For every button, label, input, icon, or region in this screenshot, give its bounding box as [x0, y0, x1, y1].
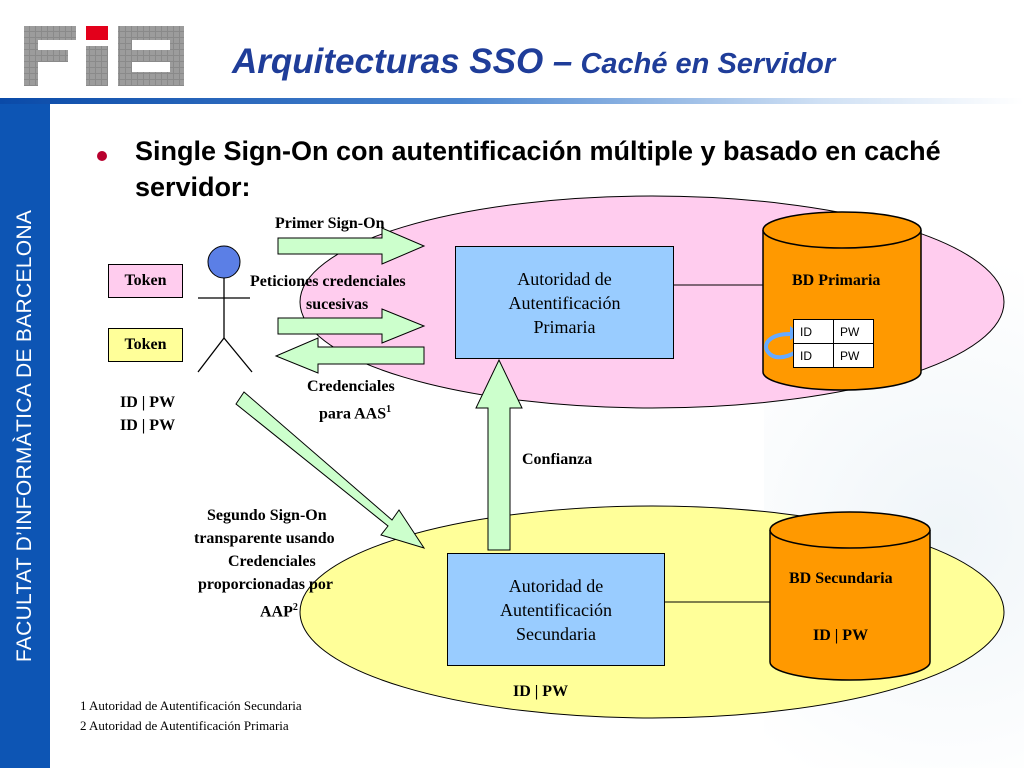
segundo-label-line4: proporcionadas por [198, 576, 333, 593]
auth-secondary-line3: Secundaria [516, 623, 596, 644]
token-secondary: Token [108, 328, 183, 362]
header-divider [0, 98, 1024, 104]
footnote-2: 2 Autoridad de Autentificación Primaria [80, 718, 289, 733]
table-cell: PW [833, 319, 874, 344]
bd-secundaria-cylinder [769, 511, 931, 681]
credenciales-arrow [274, 337, 425, 374]
auth-primary-line2: Autentificación [508, 292, 621, 313]
footnote-ref-2: 2 [292, 602, 298, 613]
bullet-text: Single Sign-On con autentificación múlti… [135, 136, 941, 202]
auth-secondary-line2: Autentificación [500, 599, 612, 620]
peticiones-label-line1: Peticiones credenciales [250, 273, 406, 290]
confianza-label: Confianza [522, 451, 593, 468]
segundo-signon-arrow [235, 391, 426, 549]
token-primary: Token [108, 264, 183, 298]
table-cell: PW [833, 343, 874, 368]
bd-primaria-label: BD Primaria [792, 272, 881, 289]
footnote-ref-1: 1 [386, 404, 392, 415]
auth-primary-line3: Primaria [533, 316, 596, 337]
secondary-credential-label: ID | PW [513, 683, 569, 700]
segundo-label-text: AAP [260, 603, 293, 621]
primer-signon-label: Primer Sign-On [275, 215, 385, 232]
table-row: ID PW [793, 319, 874, 344]
segundo-label-line2: transparente usando [194, 530, 335, 547]
auth-primary-line1: Autoridad de [517, 268, 612, 289]
user-icon [197, 245, 253, 373]
user-credential-2: ID | PW [120, 417, 176, 434]
footnote-1: 1 Autoridad de Autentificación Secundari… [80, 698, 302, 713]
confianza-arrow [475, 358, 523, 551]
auth-primary-box: Autoridad de Autentificación Primaria [455, 246, 674, 359]
bullet-icon [97, 151, 107, 161]
title-sub: Caché en Servidor [572, 48, 836, 80]
table-cell: ID [793, 319, 834, 344]
table-cell: ID [793, 343, 834, 368]
peticiones-label-line2: sucesivas [306, 296, 369, 313]
segundo-label-line5: AAP2 [260, 598, 298, 622]
title-main: Arquitecturas SSO – [232, 42, 573, 81]
bd-secundaria-credential: ID | PW [813, 627, 869, 644]
auth-secondary-line1: Autoridad de [508, 575, 604, 596]
credential-cache-table: ID PW ID PW [793, 319, 874, 368]
table-row: ID PW [793, 343, 874, 368]
primer-signon-arrow [277, 227, 426, 265]
page-title: Arquitecturas SSO – Caché en Servidor [232, 42, 835, 82]
credenciales-label-line1: Credenciales [307, 378, 395, 395]
sidebar-band [0, 104, 50, 768]
fib-logo [24, 26, 184, 86]
user-credential-1: ID | PW [120, 394, 176, 411]
bd-secundaria-label: BD Secundaria [789, 570, 893, 587]
credenciales-label-text: para AAS [319, 405, 387, 423]
auth-secondary-box: Autoridad de Autentificación Secundaria [447, 553, 665, 666]
credenciales-label-line2: para AAS1 [319, 400, 391, 424]
segundo-label-line3: Credenciales [228, 553, 316, 570]
peticiones-arrow [277, 308, 426, 344]
segundo-label-line1: Segundo Sign-On [207, 507, 327, 524]
